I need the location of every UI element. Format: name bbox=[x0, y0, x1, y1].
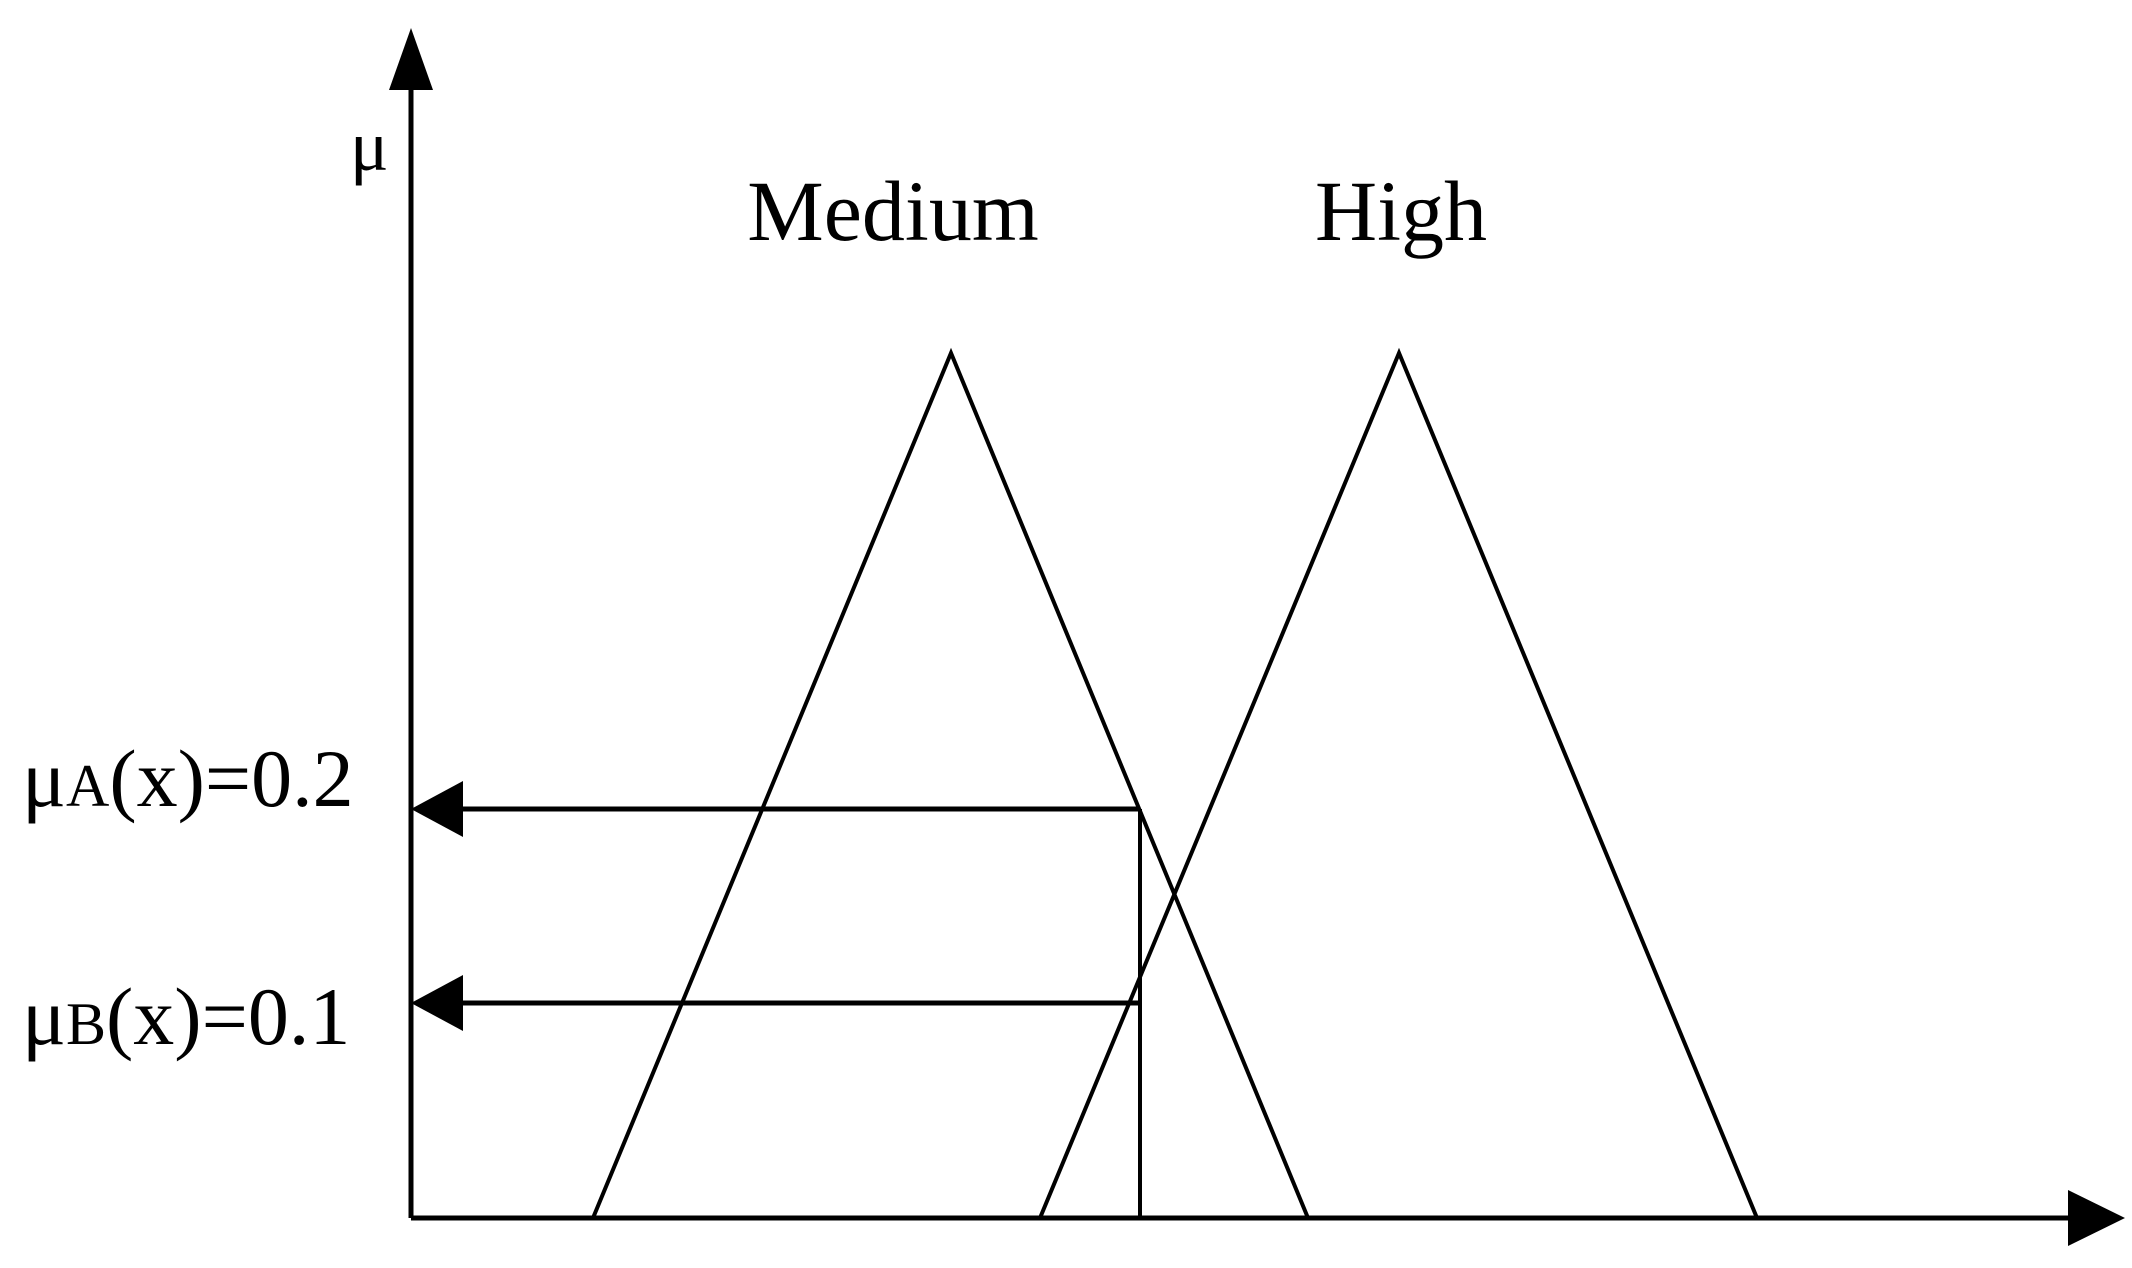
medium-set-label: Medium bbox=[747, 163, 1038, 259]
x-axis-arrowhead bbox=[2068, 1190, 2125, 1246]
membership-a-arrowhead bbox=[411, 781, 463, 837]
y-axis-arrowhead bbox=[389, 28, 433, 90]
membership-a-mu: μ bbox=[22, 733, 66, 824]
high-membership-triangle bbox=[1038, 347, 1759, 1219]
membership-b-mu: μ bbox=[22, 971, 66, 1062]
high-set-label: High bbox=[1315, 163, 1487, 259]
membership-b-subscript: B bbox=[66, 991, 106, 1057]
membership-a-expression: (x)=0.2 bbox=[109, 733, 353, 824]
membership-a-subscript: A bbox=[66, 753, 109, 819]
medium-membership-triangle bbox=[591, 347, 1310, 1219]
membership-b-expression: (x)=0.1 bbox=[106, 971, 350, 1062]
y-axis-label: μ bbox=[350, 106, 389, 186]
membership-b-arrowhead bbox=[411, 975, 463, 1031]
membership-b-label: μB(x)=0.1 bbox=[22, 971, 350, 1062]
membership-a-label: μA(x)=0.2 bbox=[22, 733, 354, 824]
